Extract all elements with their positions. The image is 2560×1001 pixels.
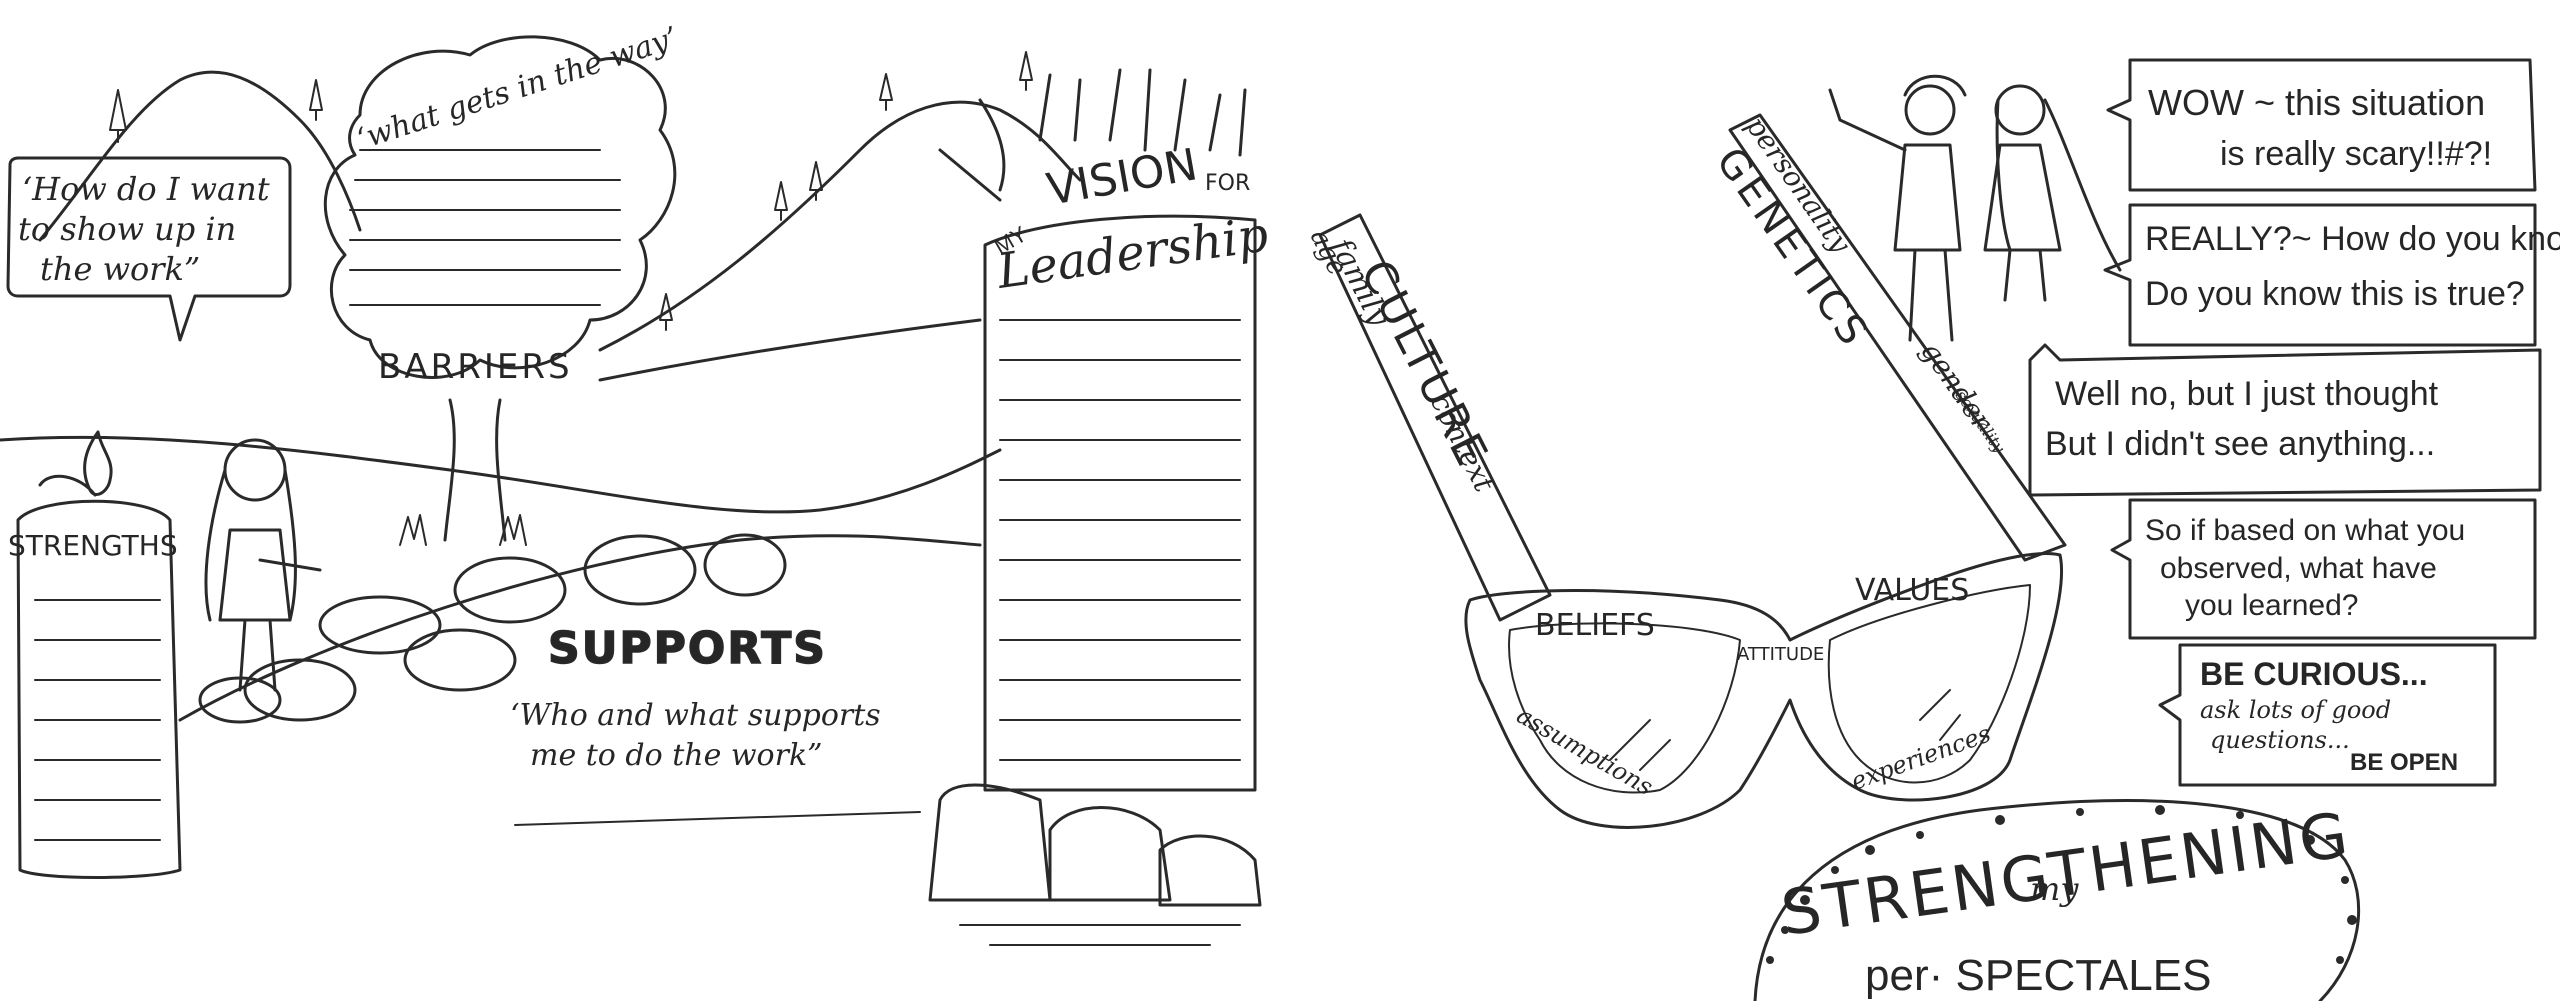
water-lines [959,924,1241,946]
show-up-prompt-line2: to show up in [18,210,236,248]
supports-writing-line [514,811,921,826]
bubble-5-outline [2158,643,2497,787]
leadership-landscape: ‘How do I want to show up in the work” ‘… [0,20,1272,946]
perspectives-panel: family context age CULTURE personality g… [1304,58,2560,1001]
title-banner-outline [1753,799,2361,1001]
bubble-3-line1: Well no, but I just thought [2055,375,2439,413]
tower-base-rocks [928,783,1262,907]
bubble-5-line2: ask lots of good [2200,696,2391,724]
barriers-cloud [323,35,677,379]
strengths-writing-lines [34,599,161,841]
supports-prompt-line2: me to do the work” [530,738,822,773]
bubble-5-line3: questions... [2210,726,2350,754]
vision-writing-lines [999,319,1241,761]
girl-figure [1983,84,2122,302]
path-lower [178,534,982,722]
glasses-left-arm [1318,213,1552,622]
vision-leadership: Leadership [993,206,1272,300]
strengths-label: STRENGTHS [8,529,178,562]
cloud-prompt: ‘what gets in the way’ [353,20,683,157]
vision-column [983,214,1257,792]
glasses-right-lens [1827,584,2031,784]
glasses-left-lens [1508,622,1741,794]
hiker-figure [204,438,322,692]
bubble-2-line1: REALLY?~ How do you know? [2145,220,2560,258]
bubble-4-line3: you learned? [2185,589,2358,622]
lens-word-attitude: ATTITUDE [1737,644,1824,665]
show-up-prompt-line3: the work” [40,250,200,288]
bubble-4-line2: observed, what have [2160,552,2437,585]
path-upper [598,318,982,382]
vision-tower [938,68,1247,202]
glasses-right-arm [1728,113,2067,562]
bubble-2-line2: Do you know this is true? [2145,275,2525,313]
bubble-5-line1: BE CURIOUS... [2200,656,2428,692]
lens-word-beliefs: BELIEFS [1535,608,1655,643]
show-up-prompt-line1: ‘How do I want [22,170,270,208]
title-my: my [2030,870,2079,908]
lens-word-assumptions: assumptions [1512,701,1658,801]
bubble-3-outline [2028,343,2542,497]
pine-tree-icons [109,51,1033,331]
grass-tufts [399,514,527,546]
bubble-3-line2: But I didn't see anything... [2045,425,2435,463]
lens-word-values: VALUES [1855,573,1969,608]
bubble-1-line2: is really scary!!#?! [2220,135,2492,173]
horizon-line [0,435,1002,514]
strengths-flame-icon [38,430,113,497]
bubble-1-line1: WOW ~ this situation [2148,82,2485,123]
banner-dots [1766,805,2357,964]
title-perspectives: per· SPECTALES [1865,951,2211,1000]
supports-label: SUPPORTS [548,623,827,674]
barriers-label: BARRIERS [378,347,573,387]
bubble-5-line4: BE OPEN [2350,749,2458,776]
right-mountain [598,100,1082,352]
tree-trunk [443,398,507,542]
bubble-4-line1: So if based on what you [2145,514,2465,547]
bubble-1-outline [2106,58,2537,192]
bubble-4-outline [2110,498,2537,640]
vision-for: FOR [1205,171,1250,196]
left-arm-word-culture: CULTURE [1350,252,1498,477]
bubble-2-outline [2103,203,2537,347]
barriers-writing-lines [349,149,621,306]
lens-glare-marks [1609,689,1961,771]
boy-figure [1828,74,1967,342]
support-boulders [198,533,787,724]
supports-prompt-line1: ‘Who and what supports [510,698,881,733]
glasses-frame [1464,552,2063,829]
show-up-bubble [6,156,292,342]
strengths-column [16,499,182,879]
vision-title: VISION [1043,139,1201,216]
